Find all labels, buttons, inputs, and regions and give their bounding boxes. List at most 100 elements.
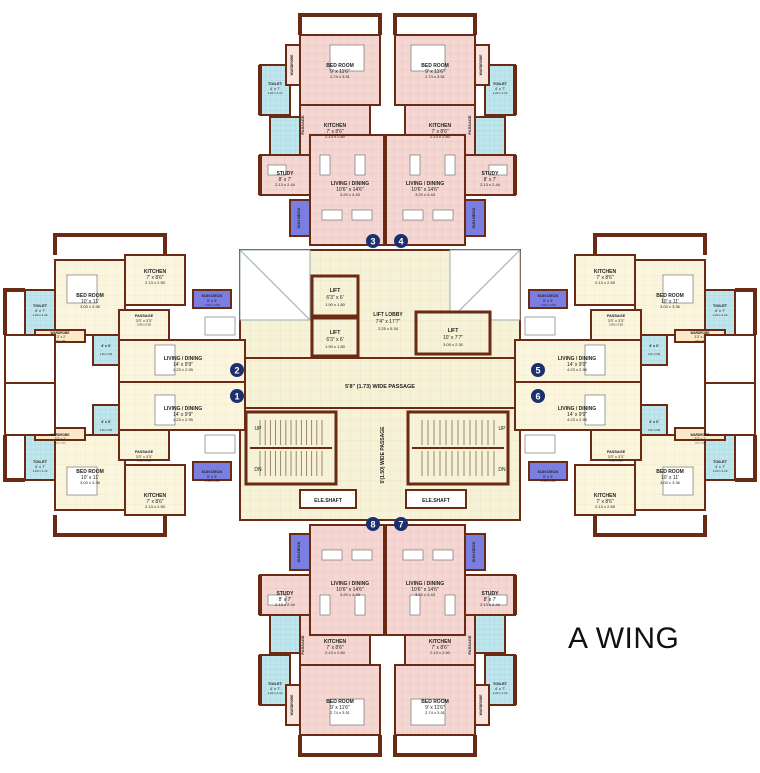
furniture bbox=[321, 549, 343, 561]
flat-1-bedroom-metric: 3.00 x 3.36 bbox=[80, 480, 101, 485]
unit-badge-6 bbox=[531, 389, 545, 403]
furniture bbox=[488, 164, 508, 176]
flat-6-sundeck-metric: 1.50 x 0.90 bbox=[541, 479, 556, 483]
wardrobe bbox=[285, 44, 301, 86]
furniture bbox=[354, 154, 366, 176]
flat-6-passage-dim: 3'3" x 3'3" bbox=[608, 455, 625, 459]
outer-wall bbox=[593, 435, 757, 537]
flat-5-sundeck-metric: 1.50 x 0.90 bbox=[541, 303, 556, 307]
lift-small-dim: 6'3" x 6' bbox=[326, 295, 343, 301]
unit-badge-5 bbox=[531, 363, 545, 377]
wc bbox=[640, 404, 668, 436]
furniture bbox=[444, 154, 456, 176]
wc bbox=[269, 116, 301, 158]
outer-wall bbox=[383, 525, 517, 757]
flat-1-toilet-dim: 4' x 7' bbox=[35, 464, 45, 469]
flat-4 bbox=[383, 13, 517, 246]
flat-3-toilet-name: TOILET bbox=[268, 81, 283, 86]
flat-1 bbox=[3, 381, 246, 537]
flat-1-passage-name: PASSAGE bbox=[135, 450, 154, 454]
flat-3-bedroom-dim: 9' x 11'6" bbox=[330, 69, 350, 75]
flat-1-wc-name: 4' x 3' bbox=[101, 420, 111, 424]
unit-number-5: 5 bbox=[535, 366, 540, 376]
flat-8-bedroom-name: BED ROOM bbox=[326, 699, 354, 705]
flat-5-wc-metric: 1.20 x 0.90 bbox=[648, 353, 661, 356]
flat-1-toilet-metric: 1.20 x 2.13 bbox=[33, 469, 48, 473]
ele-shaft-right-label: ELE.SHAFT bbox=[422, 498, 450, 504]
kitchen bbox=[574, 254, 636, 306]
living-dining bbox=[309, 524, 391, 636]
flat-7-toilet-name: TOILET bbox=[493, 681, 508, 686]
flat-2-toilet-name: TOILET bbox=[33, 303, 48, 308]
flat-3-wardrobe: WARDROBE bbox=[290, 54, 294, 75]
unit-badge-1 bbox=[230, 389, 244, 403]
flat-5-kitchen-metric: 2.13 x 2.59 bbox=[595, 280, 616, 285]
balcony bbox=[704, 382, 756, 436]
flat-1-kitchen-dim: 7' x 8'6" bbox=[146, 499, 164, 505]
flat-8-living-name: LIVING / DINING bbox=[331, 581, 369, 587]
flat-4-toilet-metric: 1.20 x 2.13 bbox=[493, 91, 508, 95]
flat-2-wardrobe-name: WARDROBE bbox=[51, 331, 70, 335]
flat-7-study-name: STUDY bbox=[482, 591, 500, 597]
furniture bbox=[524, 316, 556, 336]
flat-5-living-name: LIVING / DINING bbox=[558, 356, 596, 362]
flat-8-toilet-dim: 4' x 7' bbox=[270, 686, 280, 691]
wing-title: A WING bbox=[568, 622, 680, 655]
living-dining bbox=[514, 381, 642, 431]
flat-3-kitchen-metric: 2.13 x 2.60 bbox=[325, 134, 346, 139]
flat-2-sundeck-dim: 5' x 3' bbox=[207, 298, 217, 303]
flat-8-kitchen-dim: 7' x 8'6" bbox=[326, 645, 344, 651]
furniture bbox=[204, 434, 236, 454]
furniture bbox=[402, 549, 424, 561]
outer-wall bbox=[593, 233, 757, 335]
sun-deck bbox=[289, 199, 311, 237]
flat-7-passage: PASSAGE bbox=[467, 635, 472, 655]
flat-2 bbox=[3, 233, 246, 389]
flat-2-wc-metric: 1.20 x 0.90 bbox=[100, 353, 113, 356]
flat-3-kitchen-name: KITCHEN bbox=[324, 123, 347, 129]
flat-5-wc-name: 4' x 3' bbox=[649, 344, 659, 348]
stair-up-left: UP bbox=[255, 426, 263, 432]
flat-6-toilet-dim: 4' x 7' bbox=[715, 464, 725, 469]
flat-6-kitchen-dim: 7' x 8'6" bbox=[596, 499, 614, 505]
furniture bbox=[66, 274, 98, 304]
flat-6-wardrobe-name: WARDROBE bbox=[691, 433, 710, 437]
outer-wall bbox=[3, 233, 167, 335]
lift-big-dim: 10' x 7'7" bbox=[443, 335, 463, 341]
stair-up-right: UP bbox=[499, 426, 507, 432]
flat-7-toilet-metric: 1.20 x 2.13 bbox=[493, 691, 508, 695]
furniture bbox=[351, 209, 373, 221]
flat-5-bedroom-name: BED ROOM bbox=[656, 293, 684, 299]
sun-deck bbox=[289, 533, 311, 571]
furniture bbox=[584, 344, 606, 376]
flat-6-kitchen-metric: 2.13 x 2.59 bbox=[595, 504, 616, 509]
flat-3-bedroom-metric: 2.74 x 3.51 bbox=[330, 74, 351, 79]
balcony bbox=[4, 334, 56, 388]
flat-2-kitchen-metric: 2.13 x 2.59 bbox=[145, 280, 166, 285]
flat-5-kitchen-dim: 7' x 8'6" bbox=[596, 275, 614, 281]
unit-number-6: 6 bbox=[535, 392, 540, 402]
flat-5-living-metric: 4.23 x 2.95 bbox=[567, 367, 588, 372]
flat-2-passage-metric: 0.95 x 0.95 bbox=[137, 323, 151, 327]
flat-5-sundeck-dim: 5' x 3' bbox=[543, 298, 553, 303]
flat-1-living-name: LIVING / DINING bbox=[164, 406, 202, 412]
outer-wall bbox=[258, 13, 392, 245]
flat-8-bedroom-dim: 9' x 11'6" bbox=[330, 705, 350, 711]
lift-3 bbox=[414, 310, 492, 356]
unit-number-3: 3 bbox=[370, 237, 375, 247]
flat-5-living-dim: 14' x 9'9" bbox=[567, 362, 587, 368]
flat-7-living-dim: 10'6" x 14'6" bbox=[411, 587, 439, 593]
flat-6-toilet-metric: 1.20 x 2.13 bbox=[713, 469, 728, 473]
flat-3-sundeck: SUN DECK bbox=[296, 207, 301, 228]
flat-4-living-metric: 3.20 x 4.43 bbox=[415, 192, 436, 197]
living-dining bbox=[118, 339, 246, 389]
flat-6-wc-name: 4' x 3' bbox=[649, 420, 659, 424]
flat-4-kitchen-dim: 7' x 8'6" bbox=[431, 129, 449, 135]
